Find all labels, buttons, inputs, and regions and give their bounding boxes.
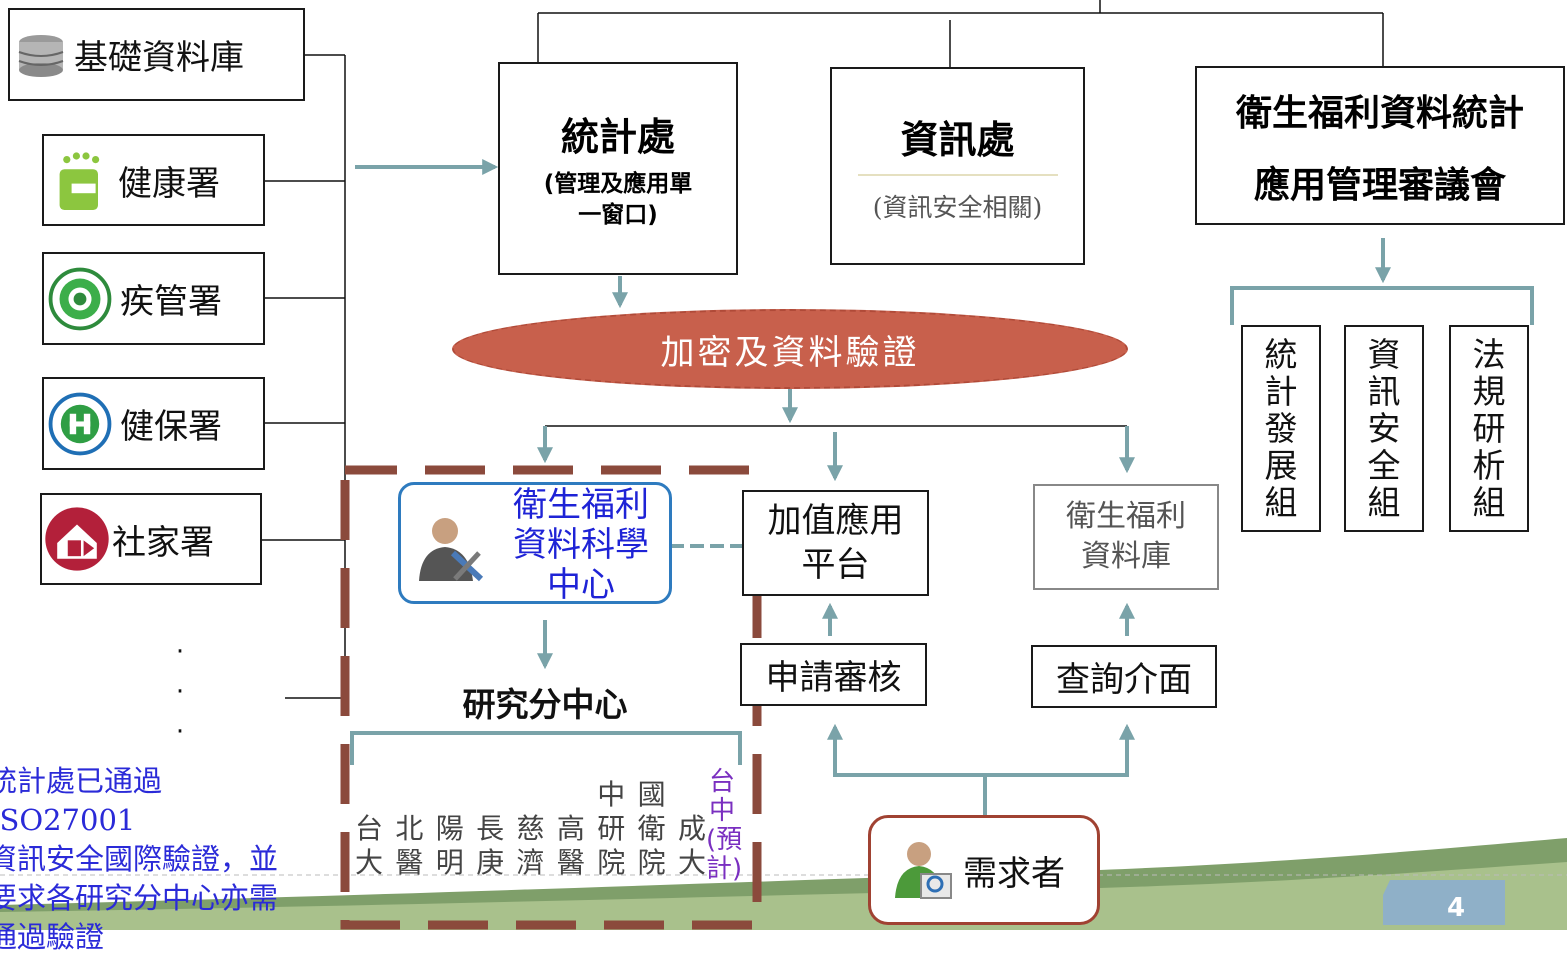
source-label: 基礎資料庫 bbox=[74, 38, 244, 78]
info-dept-subtitle: (資訊安全相關) bbox=[872, 192, 1043, 222]
nhi-logo-icon bbox=[48, 392, 112, 455]
committee-box: 衛生福利資料統計 應用管理審議會 bbox=[1195, 66, 1565, 225]
branch-item: 陽明 bbox=[435, 812, 464, 879]
database-icon bbox=[18, 34, 64, 77]
ellipsis-dots: · · · bbox=[170, 632, 190, 752]
source-label: 社家署 bbox=[112, 522, 214, 563]
apply-review-box: 申請審核 bbox=[740, 643, 927, 706]
source-family-agency: 社家署 bbox=[40, 493, 262, 585]
stats-dept-subtitle: (管理及應用單 一窗口) bbox=[543, 171, 693, 228]
branch-item: 台大 bbox=[354, 812, 383, 879]
page-number: 4 bbox=[1446, 893, 1466, 923]
query-interface-box: 查詢介面 bbox=[1031, 645, 1217, 708]
data-science-center-box: 衛生福利 資料科學 中心 bbox=[398, 482, 672, 605]
source-label: 健康署 bbox=[118, 163, 220, 204]
branch-list: 台大 北醫 陽明 長庚 慈濟 高醫 中研院 國衛院 成大 bbox=[353, 770, 708, 880]
source-nhi: 健保署 bbox=[42, 377, 265, 470]
source-cdc: 疾管署 bbox=[42, 252, 265, 345]
family-agency-icon bbox=[45, 507, 109, 571]
requester-box: 需求者 bbox=[868, 815, 1100, 925]
stats-dept-title: 統計處 bbox=[560, 115, 675, 159]
committee-line2: 應用管理審議會 bbox=[1253, 164, 1506, 206]
encryption-label: 加密及資料驗證 bbox=[660, 332, 920, 373]
health-agency-icon bbox=[59, 152, 100, 210]
source-basic-database: 基礎資料庫 bbox=[8, 8, 305, 101]
committee-line1: 衛生福利資料統計 bbox=[1235, 92, 1524, 134]
branch-planned: 台中(預計) bbox=[706, 767, 743, 884]
group-info-security: 資訊安全組 bbox=[1344, 325, 1424, 532]
branch-item: 高醫 bbox=[556, 812, 585, 879]
person-tools-icon bbox=[419, 518, 484, 582]
connector-lines bbox=[0, 0, 1567, 930]
cdc-logo-icon bbox=[48, 267, 112, 330]
branch-item: 慈濟 bbox=[516, 812, 545, 879]
ellipsis-dot: · bbox=[175, 637, 185, 667]
branch-item: 北醫 bbox=[395, 812, 424, 879]
welfare-database-box: 衛生福利 資料庫 bbox=[1033, 484, 1219, 590]
branch-item: 中研院 bbox=[597, 778, 626, 879]
ellipsis-dot: · bbox=[175, 717, 185, 747]
user-search-icon bbox=[895, 842, 952, 899]
research-center-label: 研究分中心 bbox=[462, 685, 628, 724]
requester-label: 需求者 bbox=[963, 853, 1065, 894]
group-stats-development: 統計發展組 bbox=[1241, 325, 1321, 532]
group-label: 法規研析組 bbox=[1472, 335, 1506, 522]
info-dept-box: 資訊處 (資訊安全相關) bbox=[830, 67, 1085, 265]
group-label: 統計發展組 bbox=[1264, 335, 1298, 522]
welfare-database-label: 衛生福利 資料庫 bbox=[1066, 499, 1186, 574]
source-label: 健保署 bbox=[120, 407, 222, 447]
query-interface-label: 查詢介面 bbox=[1056, 660, 1192, 700]
group-regulation-analysis: 法規研析組 bbox=[1449, 325, 1529, 532]
apply-review-label: 申請審核 bbox=[765, 658, 902, 698]
group-label: 資訊安全組 bbox=[1367, 335, 1401, 522]
source-health-agency: 健康署 bbox=[42, 134, 265, 226]
branch-item: 長庚 bbox=[476, 812, 505, 879]
value-added-platform-box: 加值應用 平台 bbox=[742, 490, 929, 596]
encryption-verification-ellipse: 加密及資料驗證 bbox=[452, 309, 1128, 389]
data-science-center-label: 衛生福利 資料科學 中心 bbox=[513, 485, 649, 605]
branch-item: 國衛院 bbox=[637, 778, 666, 879]
value-added-platform-label: 加值應用 平台 bbox=[767, 501, 904, 585]
ellipsis-dot: · bbox=[175, 677, 185, 707]
info-dept-title: 資訊處 bbox=[857, 109, 1058, 176]
stats-dept-box: 統計處 (管理及應用單 一窗口) bbox=[498, 62, 738, 275]
source-label: 疾管署 bbox=[120, 282, 222, 322]
branch-item: 成大 bbox=[677, 812, 706, 879]
iso-note: 統計處已通過ISO27001 資訊安全國際驗證，並 要求各研究分中心亦需 通過驗… bbox=[0, 764, 279, 954]
